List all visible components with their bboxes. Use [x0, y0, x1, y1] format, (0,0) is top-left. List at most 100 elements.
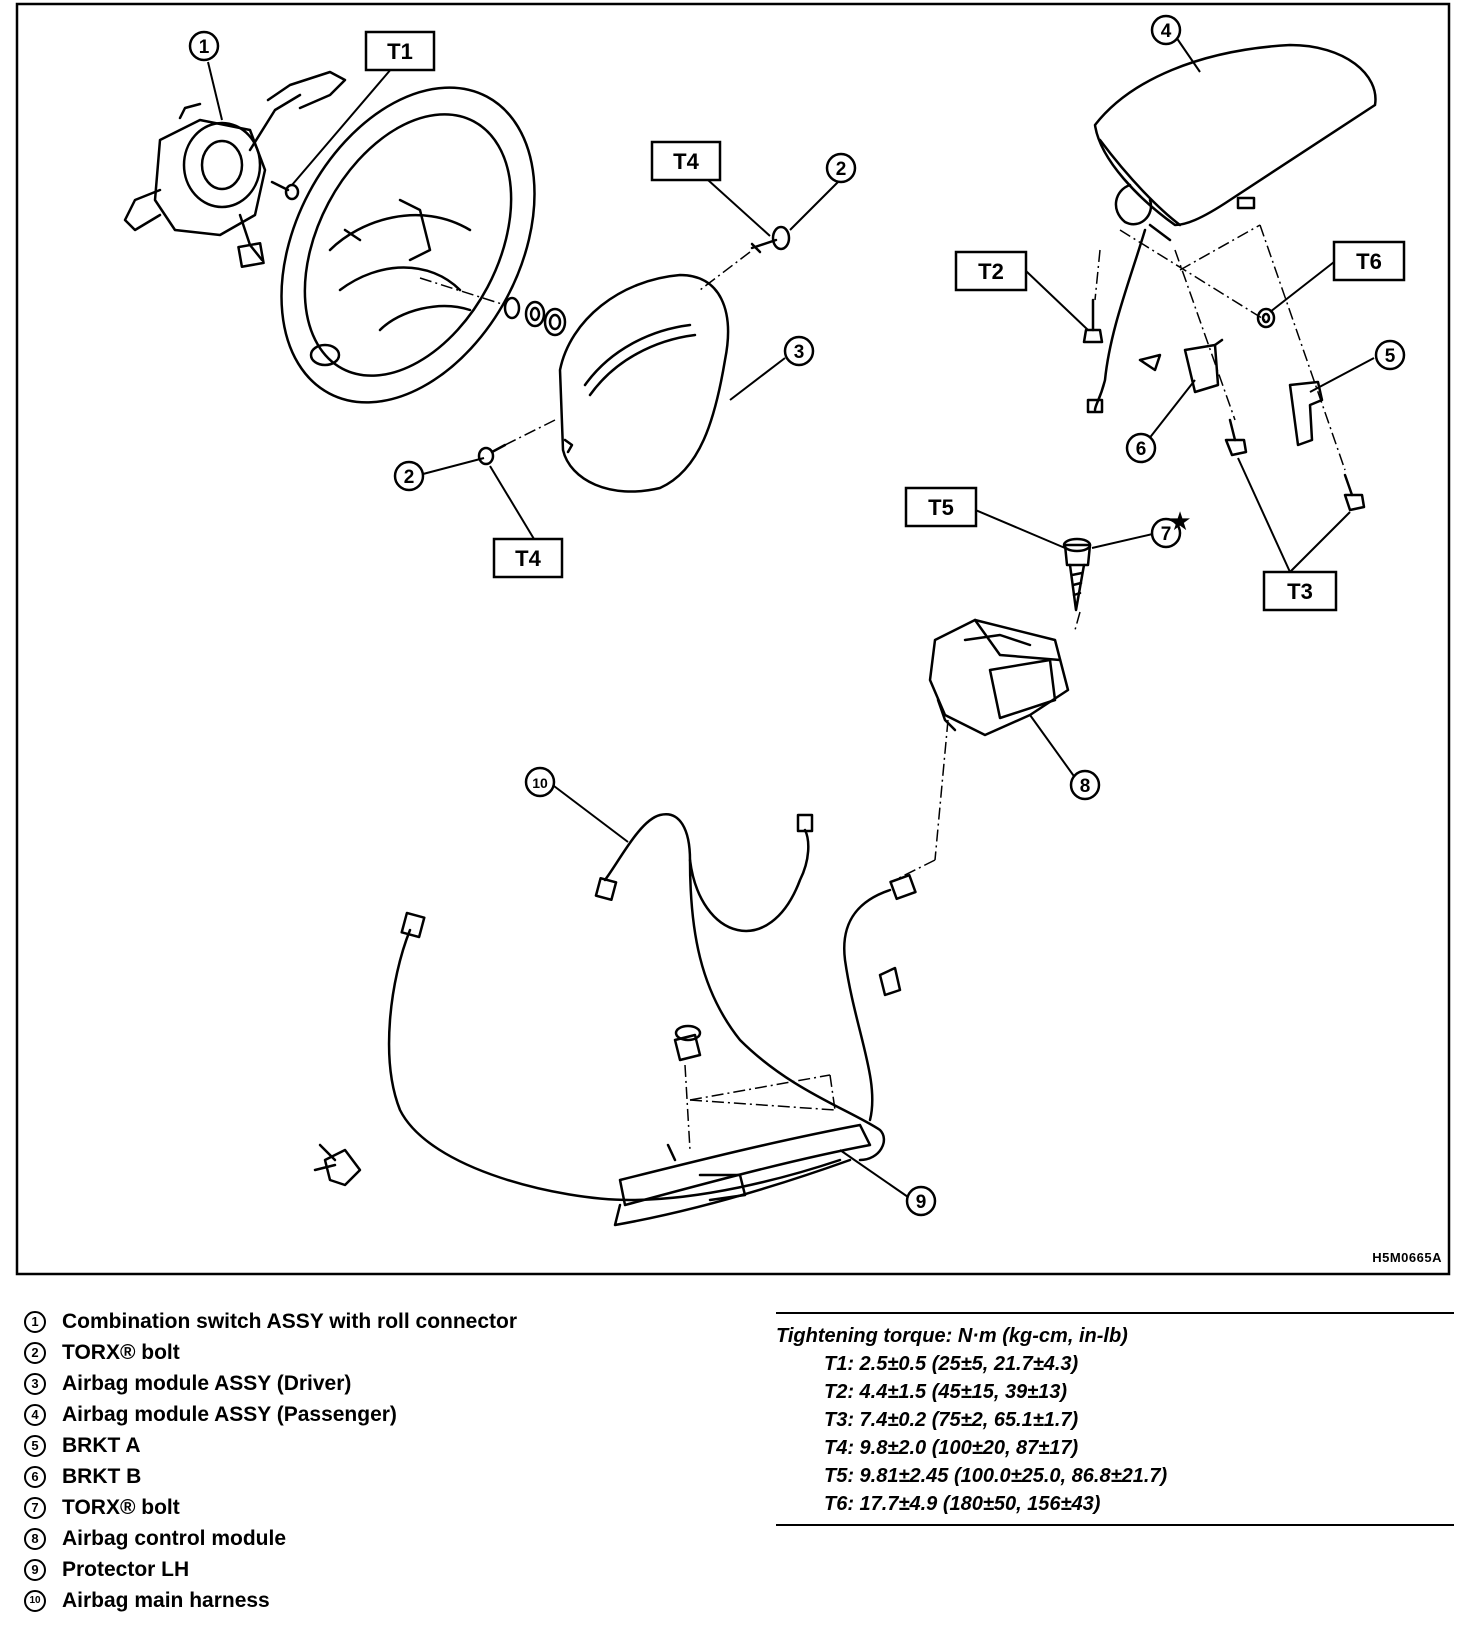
- callout-2-top: 2: [825, 152, 857, 184]
- legend-number: 7: [24, 1496, 46, 1519]
- torque-table: Tightening torque: N·m (kg-cm, in-lb) T1…: [776, 1312, 1454, 1526]
- svg-text:T1: T1: [387, 39, 413, 64]
- svg-text:2: 2: [404, 467, 415, 488]
- bracket-a-drawing: [1288, 380, 1324, 447]
- legend-item: 2 TORX® bolt: [24, 1337, 644, 1368]
- legend-item: 10 Airbag main harness: [24, 1585, 644, 1616]
- svg-text:8: 8: [1080, 776, 1091, 797]
- passenger-cable-drawing: [1093, 228, 1147, 412]
- steering-wheel-drawing: [280, 86, 536, 404]
- bracket-b-drawing: [1183, 338, 1224, 394]
- legend-text: BRKT B: [62, 1464, 142, 1488]
- svg-text:T4: T4: [515, 546, 541, 571]
- svg-text:7: 7: [1161, 524, 1172, 545]
- svg-text:5: 5: [1385, 346, 1396, 367]
- torque-label-t4-bottom: T4: [492, 537, 564, 579]
- legend-number: 6: [24, 1465, 46, 1488]
- svg-text:6: 6: [1136, 439, 1147, 460]
- callout-2-bottom: 2: [393, 460, 425, 492]
- t2-bolt-drawing: [1082, 298, 1104, 344]
- legend-text: TORX® bolt: [62, 1495, 180, 1519]
- callout-4: 4: [1150, 14, 1182, 46]
- svg-text:T4: T4: [673, 149, 699, 174]
- legend-text: Airbag control module: [62, 1526, 287, 1550]
- callout-9: 9: [905, 1185, 937, 1217]
- legend-item: 1 Combination switch ASSY with roll conne…: [24, 1306, 644, 1337]
- legend-number: 9: [24, 1558, 46, 1581]
- legend-text: Airbag module ASSY (Driver): [62, 1371, 352, 1395]
- torque-label-t2: T2: [954, 250, 1028, 292]
- legend-number: 2: [24, 1341, 46, 1364]
- combination-switch-drawing: [123, 70, 347, 269]
- t3-bolts-drawing: [1224, 418, 1366, 512]
- torque-row: T4: 9.8±2.0 (100±20, 87±17): [824, 1437, 1079, 1459]
- legend-text: Protector LH: [62, 1557, 190, 1581]
- legend-number: 4: [24, 1403, 46, 1426]
- legend-item: 9 Protector LH: [24, 1554, 644, 1585]
- callout-1: 1: [188, 30, 220, 62]
- legend-item: 3 Airbag module ASSY (Driver): [24, 1368, 644, 1399]
- protector-lh-drawing: [613, 1123, 872, 1227]
- callout-7: 7: [1150, 517, 1182, 549]
- torque-row: T1: 2.5±0.5 (25±5, 21.7±4.3): [824, 1353, 1079, 1375]
- torque-label-t5: T5: [904, 486, 978, 528]
- svg-text:T3: T3: [1287, 579, 1313, 604]
- callout-5: 5: [1374, 339, 1406, 371]
- torque-title: Tightening torque: N·m (kg-cm, in-lb): [776, 1325, 1128, 1347]
- svg-text:3: 3: [794, 342, 805, 363]
- callout-6: 6: [1125, 432, 1157, 464]
- legend-text: Airbag module ASSY (Passenger): [62, 1402, 397, 1426]
- legend-item: 7 TORX® bolt: [24, 1492, 644, 1523]
- svg-text:T2: T2: [978, 259, 1004, 284]
- torque-label-t6: T6: [1332, 240, 1406, 282]
- driver-airbag-drawing: [558, 273, 730, 493]
- torque-row: T2: 4.4±1.5 (45±15, 39±13): [824, 1381, 1068, 1403]
- airbag-harness-drawing: [387, 812, 917, 1202]
- torx-bolt-bottom-drawing: [477, 443, 507, 466]
- legend-number: 1: [24, 1310, 46, 1333]
- svg-text:10: 10: [532, 775, 548, 791]
- grommet-drawing: [673, 1024, 702, 1062]
- torque-row: T6: 17.7±4.9 (180±50, 156±43): [824, 1493, 1101, 1515]
- t6-nut-drawing: [1256, 307, 1276, 329]
- legend-item: 6 BRKT B: [24, 1461, 644, 1492]
- exploded-parts-diagram: T1 T4 T4 T2 T6 T5 T3 1 2 2: [15, 2, 1451, 1276]
- star-mark: ★: [1168, 507, 1191, 537]
- torx-bolt-top-drawing: [750, 225, 791, 254]
- legend-item: 5 BRKT A: [24, 1430, 644, 1461]
- torque-row: T5: 9.81±2.45 (100.0±25.0, 86.8±21.7): [824, 1465, 1168, 1487]
- torque-label-t3: T3: [1262, 570, 1338, 612]
- svg-text:1: 1: [199, 37, 210, 58]
- clip-lower-left-drawing: [313, 1143, 362, 1187]
- svg-text:2: 2: [836, 159, 847, 180]
- legend-item: 8 Airbag control module: [24, 1523, 644, 1554]
- legend-item: 4 Airbag module ASSY (Passenger): [24, 1399, 644, 1430]
- legend-number: 10: [24, 1589, 46, 1612]
- torque-label-t4-top: T4: [650, 140, 722, 182]
- torque-row: T3: 7.4±0.2 (75±2, 65.1±1.7): [824, 1409, 1079, 1431]
- legend-text: Combination switch ASSY with roll connec…: [62, 1309, 518, 1333]
- svg-text:T6: T6: [1356, 249, 1382, 274]
- t1-bolt-drawing: [270, 180, 300, 201]
- svg-text:4: 4: [1161, 21, 1172, 42]
- torx-bolt-7-drawing: [1062, 537, 1092, 612]
- legend-text: BRKT A: [62, 1433, 141, 1457]
- harness-clip-drawing: [878, 966, 902, 997]
- washers-drawing: [503, 296, 567, 337]
- parts-legend: 1 Combination switch ASSY with roll conne…: [24, 1306, 644, 1616]
- torque-label-t1: T1: [364, 30, 436, 72]
- callout-3: 3: [783, 335, 815, 367]
- legend-number: 3: [24, 1372, 46, 1395]
- svg-text:9: 9: [916, 1192, 927, 1213]
- legend-text: Airbag main harness: [62, 1588, 270, 1612]
- callout-10: 10: [524, 766, 556, 798]
- figure-code: H5M0665A: [1372, 1250, 1442, 1265]
- passenger-airbag-drawing: [1093, 43, 1377, 242]
- callout-8: 8: [1069, 769, 1101, 801]
- legend-number: 5: [24, 1434, 46, 1457]
- svg-text:T5: T5: [928, 495, 954, 520]
- diagram-frame: [15, 2, 1451, 1276]
- airbag-control-module-drawing: [928, 618, 1070, 737]
- legend-text: TORX® bolt: [62, 1340, 180, 1364]
- legend-number: 8: [24, 1527, 46, 1550]
